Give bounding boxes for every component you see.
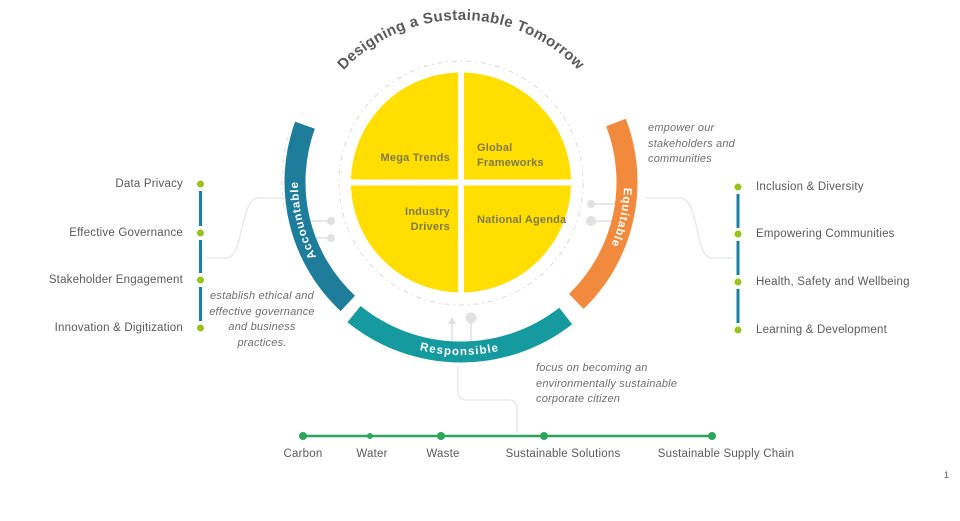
page-number: 1 <box>943 470 949 480</box>
right-dot-2 <box>734 230 742 238</box>
quadrant-label-mega-trends: Mega Trends <box>381 152 450 164</box>
left-connector-line <box>206 197 286 259</box>
quadrant-label-industry-line2: Drivers <box>411 221 450 233</box>
accountable-annotation: establish ethical and effective governan… <box>203 289 321 351</box>
bottom-connector-line <box>457 366 518 433</box>
right-list-item-learning-development: Learning & Development <box>756 324 887 336</box>
left-list-item-data-privacy: Data Privacy <box>115 178 183 190</box>
right-list-connector <box>734 183 742 334</box>
equitable-annotation-line1: empower our <box>648 122 715 134</box>
bottom-axis <box>299 432 716 440</box>
left-dot-2 <box>197 229 204 237</box>
responsible-annotation-line2: environmentally sustainable <box>536 377 678 390</box>
responsible-arc-label: Responsible <box>419 341 500 358</box>
right-list-item-health-safety-wellbeing: Health, Safety and Wellbeing <box>756 276 910 288</box>
responsible-annotation: focus on becoming an environmentally sus… <box>536 361 677 408</box>
left-list-connector <box>197 180 204 332</box>
left-dot-4 <box>197 324 204 332</box>
right-list-item-inclusion-diversity: Inclusion & Diversity <box>756 181 864 193</box>
axis-label-water: Water <box>356 448 388 460</box>
accountable-annotation-line3: and business practices. <box>228 321 296 349</box>
quadrant-label-industry-line1: Industry <box>405 206 451 218</box>
axis-label-waste: Waste <box>426 448 460 460</box>
right-list-item-empowering-communities: Empowering Communities <box>756 228 895 240</box>
axis-dot-water <box>367 433 373 439</box>
responsible-arc-label-text: Responsible <box>419 341 499 358</box>
axis-dot-sustainable-solutions <box>540 432 548 440</box>
quadrant-label-global-line2: Frameworks <box>477 157 544 169</box>
axis-dot-sustainable-supply-chain <box>708 432 716 440</box>
left-list-item-innovation-digitization: Innovation & Digitization <box>54 322 183 334</box>
equitable-annotation: empower our stakeholders and communities <box>648 121 735 168</box>
accountable-annotation-line2: effective governance <box>209 305 315 318</box>
left-dot-1 <box>197 180 204 188</box>
quadrant-label-national-agenda: National Agenda <box>477 214 567 226</box>
equitable-annotation-line2: stakeholders and <box>648 137 735 150</box>
axis-dot-waste <box>437 432 445 440</box>
left-dot-3 <box>197 276 204 284</box>
wheel-horizontal-gap <box>345 179 577 186</box>
accountable-annotation-line1: establish ethical and <box>210 290 314 302</box>
right-dot-3 <box>734 278 742 286</box>
responsible-annotation-line1: focus on becoming an <box>536 362 648 374</box>
axis-label-sustainable-supply-chain: Sustainable Supply Chain <box>657 448 795 460</box>
equitable-annotation-line3: communities <box>648 153 712 165</box>
dashed-orbit-circle <box>338 60 584 306</box>
axis-label-carbon: Carbon <box>283 448 323 460</box>
axis-dot-carbon <box>299 432 307 440</box>
responsible-annotation-line3: corporate citizen <box>536 393 621 405</box>
right-dot-1 <box>734 183 742 191</box>
page-title-text: Designing a Sustainable Tomorrow <box>334 7 587 73</box>
right-connector-line <box>646 197 733 259</box>
page-title: Designing a Sustainable Tomorrow <box>334 7 588 73</box>
quadrant-label-global-line1: Global <box>477 142 512 154</box>
left-list-item-effective-governance: Effective Governance <box>69 227 183 239</box>
outer-dashed-arc <box>281 132 290 207</box>
left-list-item-stakeholder-engagement: Stakeholder Engagement <box>48 274 183 286</box>
right-dot-4 <box>734 326 742 334</box>
axis-label-sustainable-solutions: Sustainable Solutions <box>505 448 621 460</box>
